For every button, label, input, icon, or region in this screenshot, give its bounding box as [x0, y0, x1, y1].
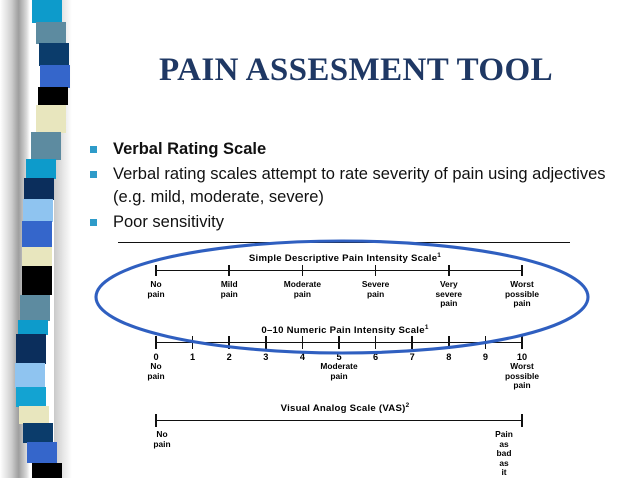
- axis-tick: [228, 336, 231, 349]
- axis-tick-label: 9: [482, 352, 488, 362]
- axis-tick: [301, 336, 304, 349]
- list-item-label: Poor sensitivity: [113, 213, 224, 231]
- pain-scales-figure: Simple Descriptive Pain Intensity Scale1…: [110, 240, 580, 478]
- axis-tick: [228, 265, 231, 276]
- sidebar-color-block: [22, 423, 53, 443]
- decorative-sidebar: [0, 0, 72, 478]
- square-bullet-icon: [90, 171, 97, 178]
- sidebar-color-block: [15, 363, 46, 388]
- scale-axis-line: [156, 270, 522, 271]
- page-title: PAIN ASSESMENT TOOL: [159, 52, 553, 88]
- axis-tick-label: 5: [336, 352, 342, 362]
- axis-tick-label: 8: [446, 352, 452, 362]
- sidebar-color-block: [31, 0, 62, 24]
- axis-tick-label: 1: [190, 352, 196, 362]
- sidebar-color-block: [24, 178, 55, 200]
- sidebar-color-block: [21, 265, 52, 296]
- figure-top-rule: [118, 242, 570, 243]
- scale-heading-text: Simple Descriptive Pain Intensity Scale: [248, 253, 438, 265]
- scale-axis-line: [156, 420, 522, 421]
- sidebar-color-block: [31, 462, 62, 478]
- sidebar-color-block: [19, 406, 50, 424]
- list-item: Poor sensitivity: [86, 211, 606, 234]
- axis-tick: [155, 336, 157, 349]
- axis-tick: [484, 336, 487, 349]
- list-item: Verbal Rating Scale: [86, 138, 606, 161]
- sidebar-color-block: [39, 65, 70, 89]
- axis-tick: [447, 265, 450, 276]
- axis-tick: [264, 336, 267, 349]
- axis-tick: [447, 336, 450, 349]
- list-item: Verbal rating scales attempt to rate sev…: [86, 163, 606, 209]
- sidebar-color-block: [17, 320, 48, 335]
- sidebar-color-block: [16, 334, 47, 364]
- scale-heading-superscript: 1: [424, 324, 429, 331]
- axis-tick-label: 4: [299, 352, 305, 362]
- sidebar-color-block: [36, 22, 67, 44]
- sidebar-color-block: [22, 246, 53, 267]
- axis-tick: [521, 265, 523, 276]
- bullet-list: Verbal Rating Scale Verbal rating scales…: [86, 138, 606, 236]
- sidebar-color-block: [38, 42, 69, 66]
- sidebar-color-block: [38, 87, 69, 106]
- sidebar-color-block: [22, 221, 53, 248]
- axis-tick: [374, 336, 377, 349]
- sidebar-color-block: [35, 104, 66, 133]
- sidebar-color-block: [26, 159, 57, 179]
- square-bullet-icon: [90, 146, 97, 153]
- axis-tick: [411, 336, 414, 349]
- axis-tick-label: Painasbadasitcouldpossiblybe: [493, 429, 515, 478]
- sidebar-color-block: [27, 442, 57, 464]
- square-bullet-icon: [90, 219, 97, 226]
- axis-tick-label: 3: [263, 352, 269, 362]
- axis-tick: [155, 265, 157, 276]
- scale-heading-superscript: 2: [405, 402, 410, 409]
- scale-heading: 0–10 Numeric Pain Intensity Scale1: [110, 324, 580, 336]
- axis-tick: [338, 336, 340, 349]
- axis-tick-label: 10: [516, 352, 528, 362]
- scale-heading: Visual Analog Scale (VAS)2: [110, 402, 580, 414]
- scale-heading: Simple Descriptive Pain Intensity Scale1: [110, 252, 580, 264]
- axis-tick: [521, 414, 523, 427]
- axis-tick-label: 0: [153, 352, 159, 362]
- sidebar-color-block: [16, 387, 47, 407]
- axis-tick: [191, 336, 194, 349]
- axis-tick-label: 7: [409, 352, 415, 362]
- axis-tick: [301, 265, 304, 276]
- scale-heading-superscript: 1: [437, 252, 442, 259]
- sidebar-color-block: [22, 198, 53, 222]
- sidebar-color-block: [19, 294, 50, 322]
- list-item-label: Verbal Rating Scale: [113, 140, 267, 158]
- scale-heading-text: Visual Analog Scale (VAS): [280, 403, 406, 415]
- axis-tick-label: 6: [373, 352, 379, 362]
- axis-tick: [374, 265, 377, 276]
- sidebar-color-blocks: [0, 0, 72, 478]
- list-item-label: Verbal rating scales attempt to rate sev…: [113, 165, 606, 206]
- scale-heading-text: 0–10 Numeric Pain Intensity Scale: [261, 325, 425, 337]
- axis-tick: [521, 336, 523, 349]
- axis-tick: [155, 414, 157, 427]
- sidebar-color-block: [31, 131, 61, 161]
- axis-tick-label: 2: [226, 352, 232, 362]
